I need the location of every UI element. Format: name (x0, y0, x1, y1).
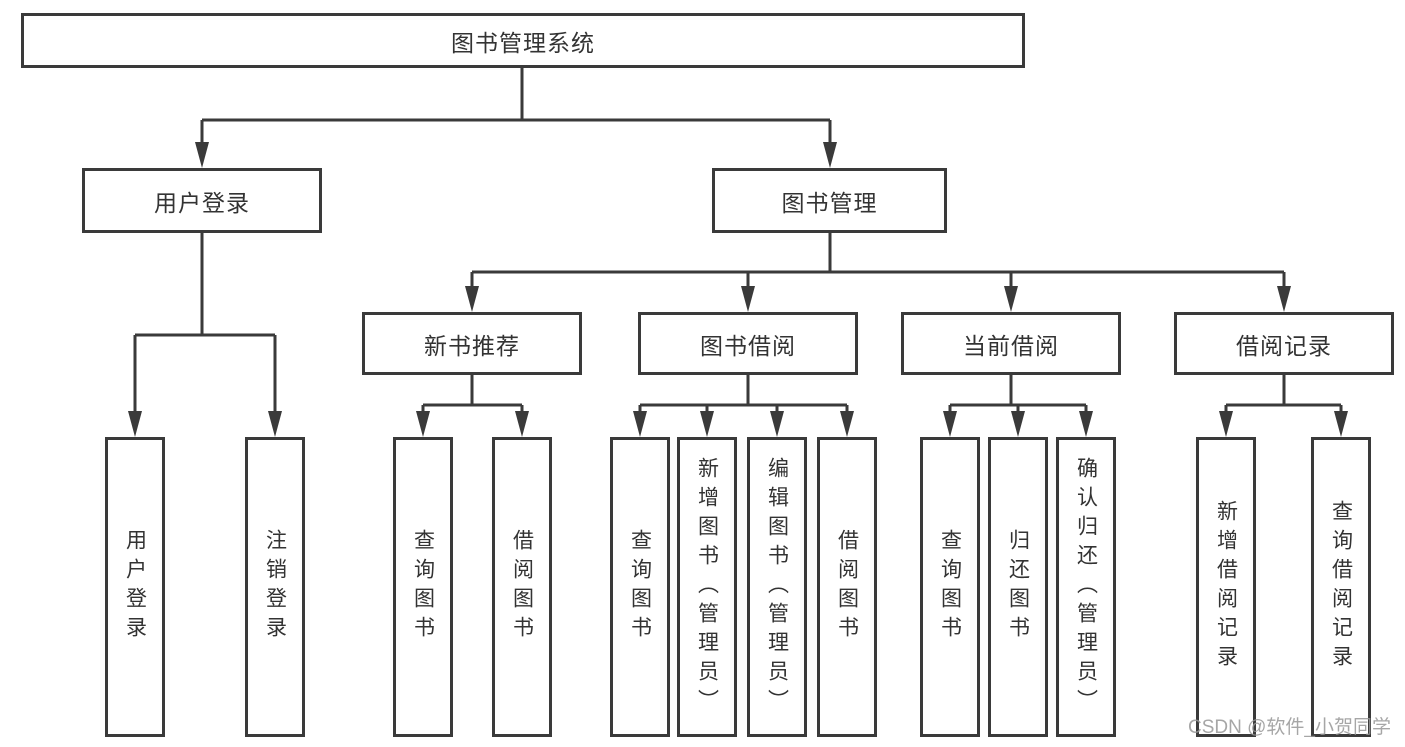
edge-new-book-recommend-children (416, 375, 529, 437)
edge-current-borrowing-children (943, 375, 1093, 437)
edge-book-management-children (465, 233, 1291, 312)
edge-book-borrowing-children (633, 375, 854, 437)
node-cb-confirm-return-admin: 确认归还（管理员） (1056, 437, 1116, 737)
node-bb-query-books: 查询图书 (610, 437, 670, 737)
node-nbr-query-books: 查询图书 (393, 437, 453, 737)
node-nbr-borrow-books: 借阅图书 (492, 437, 552, 737)
edge-borrowing-records-children (1219, 375, 1348, 437)
node-book-borrowing: 图书借阅 (638, 312, 858, 375)
node-cb-query-books: 查询图书 (920, 437, 980, 737)
node-logout-leaf: 注销登录 (245, 437, 305, 737)
node-root: 图书管理系统 (21, 13, 1025, 68)
edge-user-login-children (128, 233, 282, 437)
node-new-book-recommend: 新书推荐 (362, 312, 582, 375)
edge-root-children (195, 68, 837, 168)
node-bb-edit-books-admin: 编辑图书（管理员） (747, 437, 807, 737)
csdn-watermark: CSDN @软件_小贺同学 (1188, 717, 1391, 738)
node-cb-return-books: 归还图书 (988, 437, 1048, 737)
node-bb-add-books-admin: 新增图书（管理员） (677, 437, 737, 737)
node-book-management: 图书管理 (712, 168, 947, 233)
node-user-login: 用户登录 (82, 168, 322, 233)
node-br-query-record: 查询借阅记录 (1311, 437, 1371, 737)
node-current-borrowing: 当前借阅 (901, 312, 1121, 375)
node-br-add-record: 新增借阅记录 (1196, 437, 1256, 737)
node-borrowing-records: 借阅记录 (1174, 312, 1394, 375)
node-bb-borrow-books: 借阅图书 (817, 437, 877, 737)
node-user-login-leaf: 用户登录 (105, 437, 165, 737)
